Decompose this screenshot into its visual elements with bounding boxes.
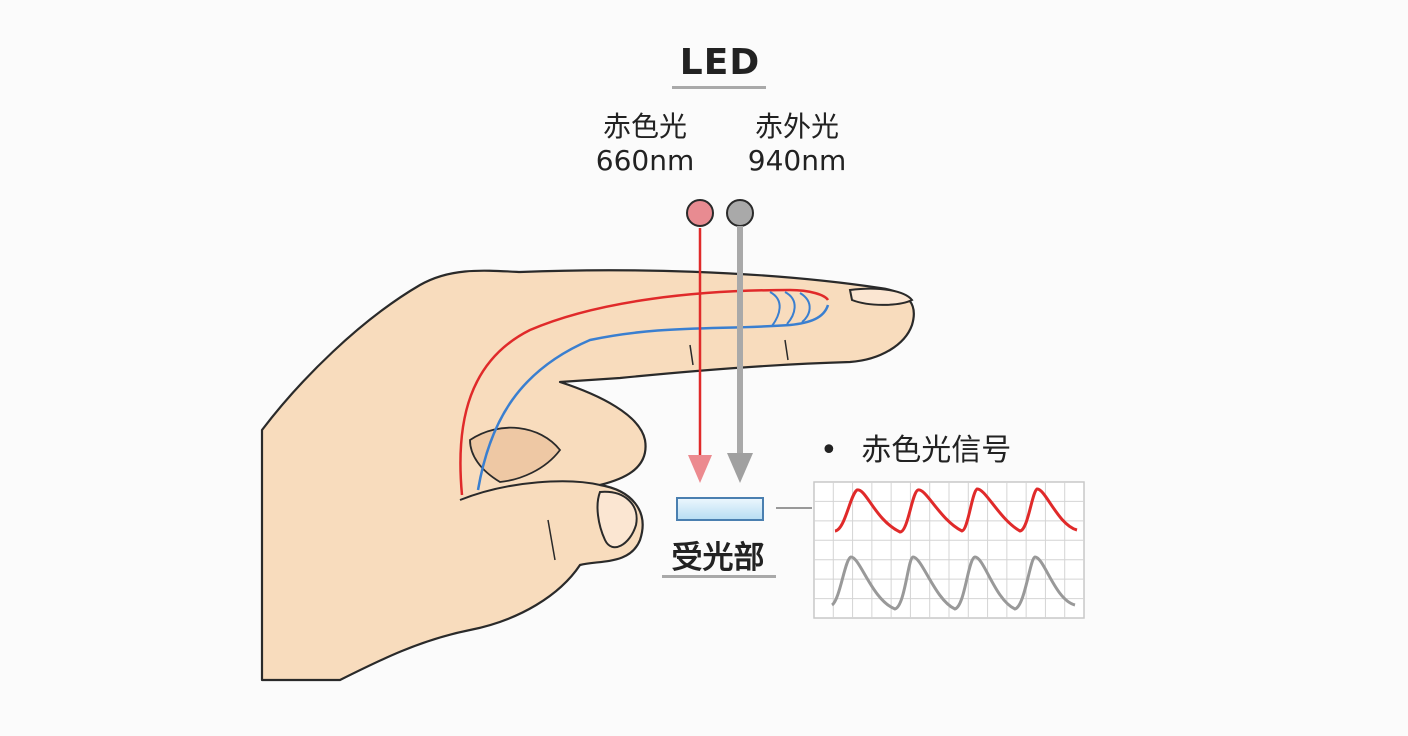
signal-graph (813, 481, 1085, 619)
infrared-light-wavelength: 940nm (747, 144, 847, 177)
red-arrow-head (688, 455, 712, 483)
thumb-line (459, 480, 601, 501)
red-light-name: 赤色光 (602, 110, 687, 143)
fingernail-icon (848, 287, 914, 306)
signal-title: 赤色光信号 (861, 433, 1012, 468)
red-led-icon (686, 199, 714, 227)
red-signal-wave (834, 487, 1078, 534)
infrared-led-icon (726, 199, 754, 227)
red-light-wavelength: 660nm (595, 144, 695, 177)
knuckle-lines (547, 339, 789, 561)
sensor-label-underline (662, 575, 776, 578)
capillary-lines (769, 291, 811, 327)
hand-illustration (260, 269, 915, 682)
led-title: LED (679, 42, 761, 83)
led-title-underline (672, 86, 766, 89)
sensor-label: 受光部 (671, 540, 765, 576)
infrared-light-label: 赤外光 940nm (727, 110, 867, 178)
curled-finger-shade (469, 426, 562, 483)
light-sensor (676, 497, 764, 521)
bullet-icon: • (820, 433, 838, 468)
signal-heading: • 赤色光信号 (820, 425, 1011, 469)
gray-signal-wave (830, 555, 1076, 611)
artery-line (459, 288, 830, 496)
infrared-arrow-head (727, 453, 753, 483)
red-light-label: 赤色光 660nm (575, 110, 715, 178)
thumbnail-icon (596, 490, 638, 549)
vein-line (476, 304, 830, 491)
infrared-light-name: 赤外光 (754, 110, 839, 143)
